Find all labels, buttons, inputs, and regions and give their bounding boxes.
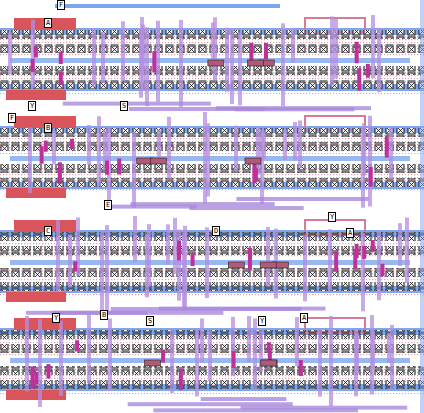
pin-label: D bbox=[212, 226, 220, 236]
pin-label: F bbox=[8, 113, 16, 123]
pin-label: S bbox=[146, 316, 154, 326]
pin-label: C bbox=[44, 226, 52, 236]
pin-label: B bbox=[100, 310, 108, 320]
pin-label: Y bbox=[328, 212, 336, 222]
pin-label: A bbox=[346, 228, 354, 238]
pin-label: F bbox=[57, 0, 65, 10]
pin-label: A bbox=[44, 18, 52, 28]
pin-label: Y bbox=[28, 101, 36, 111]
pin-label: Y bbox=[258, 316, 266, 326]
pin-label: E bbox=[104, 200, 112, 210]
pin-label: Y bbox=[52, 313, 60, 323]
pin-label: B bbox=[44, 123, 52, 133]
pin-label: A bbox=[300, 313, 308, 323]
pin-label: S bbox=[120, 101, 128, 111]
